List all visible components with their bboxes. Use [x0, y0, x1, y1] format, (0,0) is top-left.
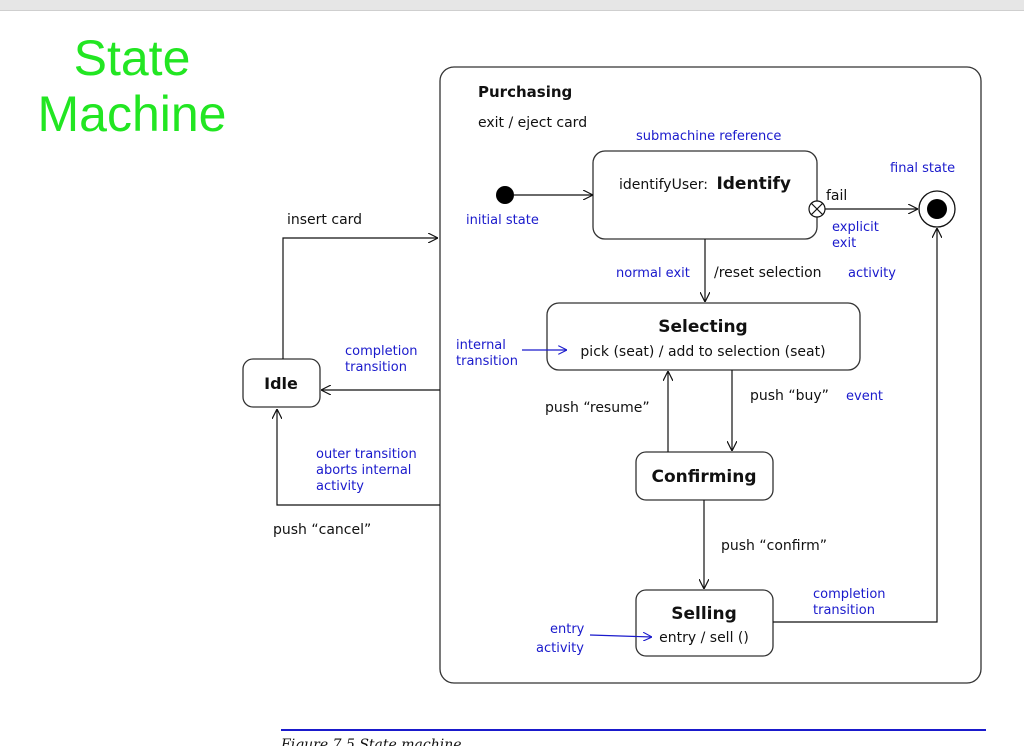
completion-transition-note-1a: completion — [345, 344, 418, 359]
outer-transition-note-1: outer transition — [316, 447, 417, 462]
submachine-reference-note: submachine reference — [636, 129, 781, 144]
outer-transition-note-3: activity — [316, 479, 364, 494]
window-top-bar — [0, 0, 1024, 11]
internal-transition-note-2: transition — [456, 354, 518, 369]
selecting-state-label: Selecting — [658, 317, 747, 337]
completion-transition-to-final — [773, 228, 937, 623]
insert-card-transition — [282, 238, 438, 359]
fail-label: fail — [826, 188, 847, 204]
slide-title: State Machine — [22, 30, 242, 142]
cancel-transition — [277, 409, 440, 506]
reset-selection-label: /reset selection — [714, 265, 822, 281]
push-cancel-label: push “cancel” — [273, 522, 371, 538]
push-buy-label: push “buy” — [750, 388, 829, 404]
outer-transition-note-2: aborts internal — [316, 463, 411, 478]
purchasing-exit-action: exit / eject card — [478, 115, 587, 131]
normal-exit-note: normal exit — [616, 266, 690, 281]
purchasing-name: Purchasing — [478, 83, 572, 101]
selling-state-label: Selling — [671, 604, 737, 624]
internal-transition-note-1: internal — [456, 338, 506, 353]
insert-card-label: insert card — [287, 212, 362, 228]
explicit-exit-note-1: explicit — [832, 220, 879, 235]
activity-note: activity — [848, 266, 896, 281]
selling-entry-action: entry / sell () — [659, 630, 749, 646]
event-note: event — [846, 389, 883, 404]
entry-activity-note-2: activity — [536, 641, 584, 656]
push-resume-label: push “resume” — [545, 400, 650, 416]
initial-state-dot — [496, 186, 514, 204]
identify-name: Identify — [716, 174, 791, 194]
purchasing-state — [439, 66, 982, 684]
push-confirm-label: push “confirm” — [721, 538, 827, 554]
selling-state — [635, 589, 774, 657]
final-state-icon — [918, 190, 956, 228]
idle-state — [242, 358, 321, 408]
completion-transition-note-2a: completion — [813, 587, 886, 602]
idle-state-label: Idle — [264, 374, 298, 393]
entry-activity-note-1: entry — [550, 622, 585, 637]
figure-caption: Figure 7.5 State machine — [280, 737, 462, 746]
identify-prefix: identifyUser: — [619, 177, 708, 193]
final-state-note: final state — [890, 161, 955, 176]
identify-state-label: identifyUser: Identify — [619, 174, 791, 194]
completion-transition-note-1b: transition — [345, 360, 407, 375]
slide-title-line2: Machine — [37, 86, 227, 142]
identify-state — [592, 150, 818, 240]
confirming-state-label: Confirming — [651, 467, 756, 487]
completion-transition-note-2b: transition — [813, 603, 875, 618]
explicit-exit-note-2: exit — [832, 236, 856, 251]
initial-state-note: initial state — [466, 213, 539, 228]
entry-activity-pointer — [589, 635, 652, 637]
exit-point-icon — [808, 200, 826, 218]
selecting-state — [546, 302, 861, 371]
selecting-internal-action: pick (seat) / add to selection (seat) — [580, 344, 825, 360]
slide-title-line1: State — [73, 30, 191, 86]
